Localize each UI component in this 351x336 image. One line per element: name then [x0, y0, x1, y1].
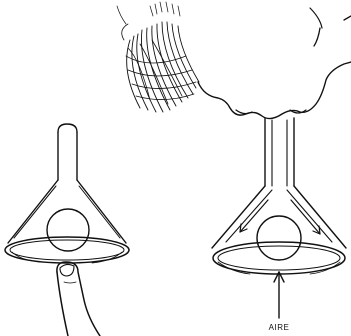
- right-ball: [257, 216, 301, 260]
- left-funnel: [5, 124, 129, 263]
- hair: [117, 2, 199, 112]
- right-funnel: [212, 118, 346, 274]
- finger: [57, 262, 100, 336]
- face-outline: [198, 8, 351, 119]
- air-label: AIRE: [269, 323, 290, 332]
- left-ball: [47, 209, 89, 251]
- airflow-arrows: [240, 200, 320, 318]
